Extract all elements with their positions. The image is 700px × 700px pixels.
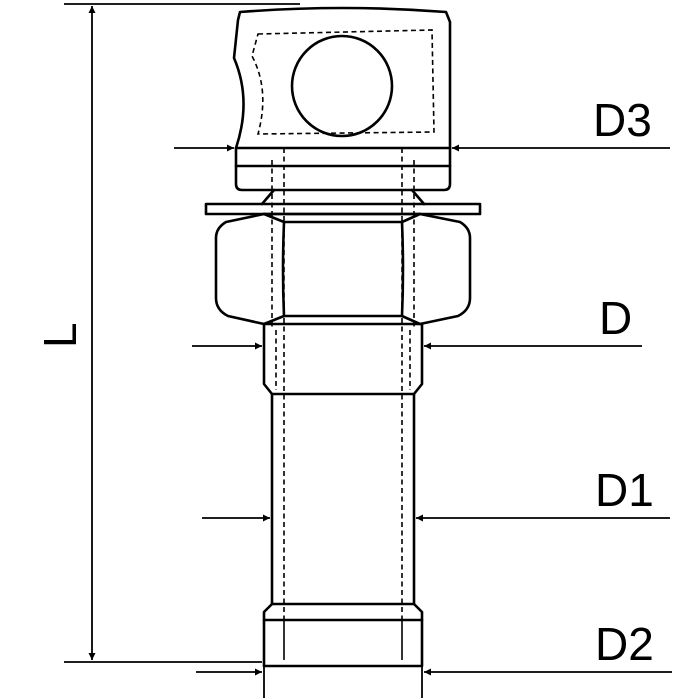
barb-end xyxy=(262,602,424,668)
banjo-head xyxy=(232,6,452,150)
thread-section xyxy=(262,322,424,396)
head-collar xyxy=(234,146,452,192)
dimension-lines xyxy=(64,3,672,698)
banjo-head-inner-outline xyxy=(251,29,435,135)
label-d3: D3 xyxy=(593,94,652,146)
inner-bore-hidden xyxy=(271,148,415,660)
hex-nut xyxy=(214,212,472,326)
banjo-bore-circle xyxy=(290,34,394,138)
fitting-body xyxy=(204,6,482,668)
label-d1: D1 xyxy=(595,464,654,516)
hex-nut-center-face xyxy=(262,212,422,326)
washer-upper-bevel xyxy=(260,188,426,206)
hose-shank xyxy=(270,392,416,606)
label-d2: D2 xyxy=(595,618,654,670)
washer xyxy=(204,202,482,216)
label-l: L xyxy=(34,322,86,348)
label-d: D xyxy=(599,292,632,344)
dimension-labels: D3 D D1 D2 L xyxy=(34,94,654,670)
